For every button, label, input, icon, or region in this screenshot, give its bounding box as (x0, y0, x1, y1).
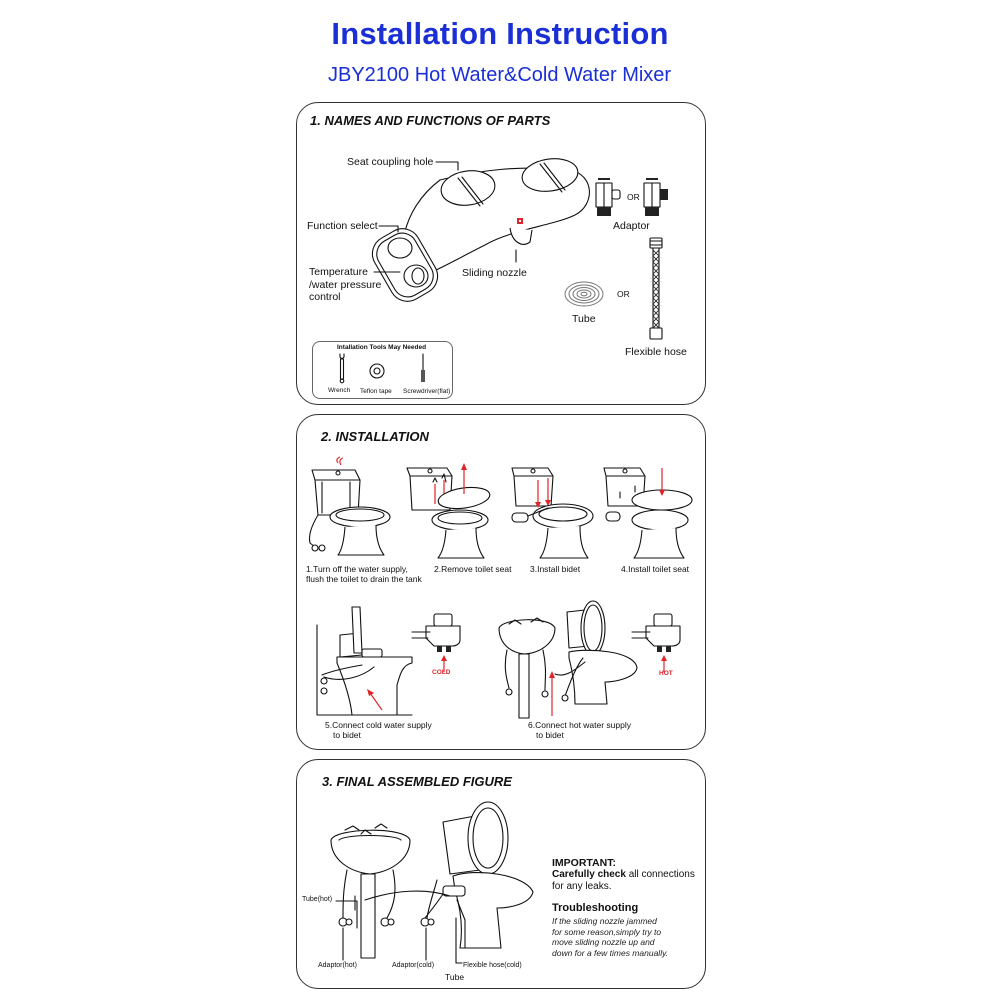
tools-box (312, 341, 453, 399)
label-tube-hot: Tube(hot) (302, 896, 333, 903)
page-title: Installation Instruction (331, 16, 669, 51)
tool-label-teflon-tape: Teflon tape (360, 388, 392, 395)
step4-toilet-illustration (603, 467, 693, 559)
step3-toilet-illustration (511, 467, 594, 559)
step3-caption: 3.Install bidet (530, 564, 581, 574)
step5-caption: 5.Connect cold water supply to bidet (325, 720, 432, 740)
step5-cold-connection-illustration (316, 606, 413, 716)
tube-coil-icon (564, 281, 604, 307)
screwdriver-icon (421, 353, 425, 382)
label-flexible-hose: Flexible hose (625, 346, 687, 358)
troubleshooting-note: Troubleshooting If the sliding nozzle ja… (552, 902, 669, 958)
label-seat-coupling-hole: Seat coupling hole (347, 156, 434, 168)
step4-caption: 4.Install toilet seat (621, 564, 690, 574)
wrench-icon (339, 353, 345, 384)
bidet-unit-illustration (371, 158, 590, 302)
tube-or-label: OR (617, 289, 630, 299)
step2-toilet-illustration (406, 463, 491, 559)
important-title: IMPORTANT: (552, 857, 616, 869)
tool-label-wrench: Wrench (328, 387, 351, 394)
section-title-installation: 2. INSTALLATION (321, 429, 429, 444)
final-assembly-illustration (330, 801, 534, 959)
page-subtitle: JBY2100 Hot Water&Cold Water Mixer (328, 64, 672, 86)
step1-toilet-illustration (308, 456, 391, 556)
label-tube: Tube (445, 972, 465, 982)
tool-label-screwdriver: Screwdriver(flat) (403, 388, 451, 395)
troubleshooting-title: Troubleshooting (552, 902, 639, 914)
step6-caption: 6.Connect hot water supply to bidet (528, 720, 632, 740)
parts-panel (296, 102, 706, 405)
tools-title: Intallation Tools May Needed (337, 344, 427, 351)
step6-hot-connection-illustration (498, 600, 638, 719)
cold-tag: COLD (432, 669, 451, 676)
step1-caption: 1.Turn off the water supply, flush the t… (306, 564, 422, 584)
label-tube: Tube (572, 313, 596, 325)
adaptor-or-label: OR (627, 192, 640, 202)
hot-tag: HOT (659, 670, 673, 677)
label-function-select: Function select (307, 220, 378, 232)
section-title-parts: 1. NAMES AND FUNCTIONS OF PARTS (310, 113, 551, 128)
adaptor-icon (595, 178, 668, 216)
step6-bidet-closeup-icon (631, 613, 681, 672)
important-note: IMPORTANT: Carefully check all connectio… (552, 857, 695, 892)
important-text: all connections (625, 869, 695, 880)
section-title-final-assembly: 3. FINAL ASSEMBLED FIGURE (322, 774, 512, 789)
label-sliding-nozzle: Sliding nozzle (462, 267, 527, 279)
label-temperature-control: Temperature /water pressure control (309, 266, 382, 303)
label-flexible-hose-cold: Flexible hose(cold) (463, 962, 522, 969)
label-adaptor-cold: Adaptor(cold) (392, 962, 435, 969)
teflon-tape-icon (369, 363, 385, 379)
step5-bidet-closeup-icon (411, 613, 461, 672)
important-text-line2: for any leaks. (552, 880, 612, 892)
step2-caption: 2.Remove toilet seat (434, 564, 512, 574)
important-bold-lead: Carefully check (552, 869, 626, 880)
flexible-hose-icon (649, 237, 663, 340)
label-adaptor-hot: Adaptor(hot) (318, 962, 357, 969)
label-adaptor: Adaptor (613, 220, 650, 232)
